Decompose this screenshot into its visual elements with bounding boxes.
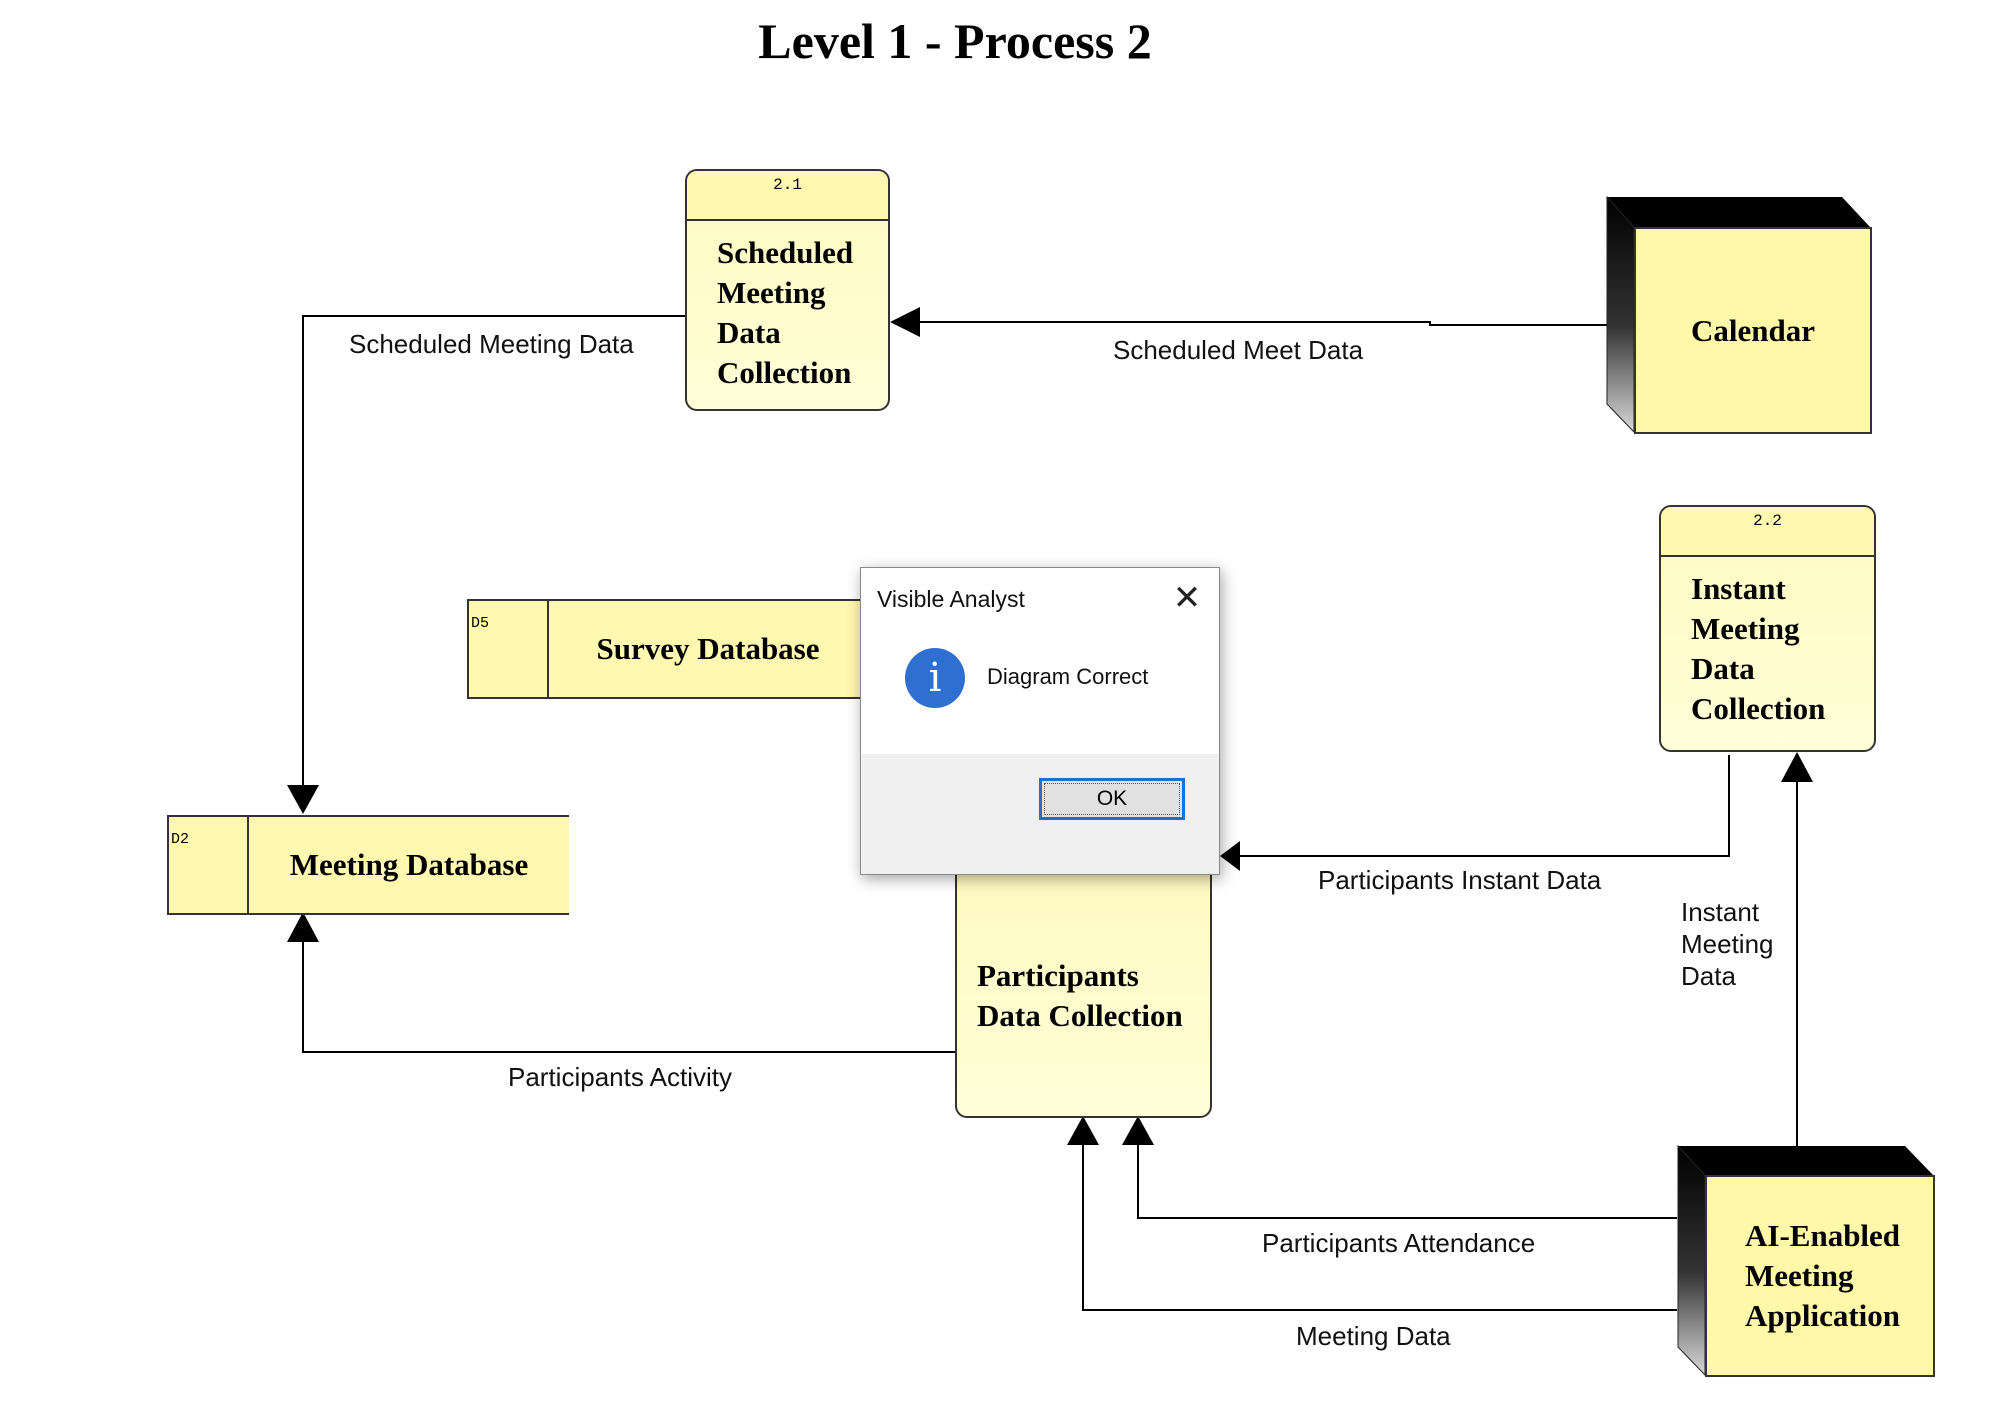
data-store-id: D5 <box>469 601 549 697</box>
process-participants-data-collection[interactable]: Participants Data Collection <box>955 860 1212 1118</box>
external-entity-ai-enabled-meeting-application[interactable]: AI-Enabled Meeting Application <box>1677 1145 1935 1377</box>
close-icon[interactable]: ✕ <box>1172 579 1202 617</box>
info-icon: i <box>905 648 965 708</box>
process-id: 2.1 <box>687 171 888 221</box>
dialog-body: i Diagram Correct <box>861 628 1219 756</box>
process-id: 2.2 <box>1661 507 1874 557</box>
process-scheduled-meeting-data-collection[interactable]: 2.1 Scheduled Meeting Data Collection <box>685 169 890 411</box>
flow-line-participants-instant-data <box>1240 755 1730 857</box>
arrowhead-scheduled-meet-data <box>890 307 920 337</box>
entity-name: AI-Enabled Meeting Application <box>1705 1175 1935 1377</box>
data-store-meeting-database[interactable]: D2 Meeting Database <box>167 815 569 915</box>
arrowhead-participants-instant-data <box>1220 841 1240 871</box>
entity-box-3d <box>1677 1145 1933 1377</box>
process-name: Scheduled Meeting Data Collection <box>717 235 854 390</box>
process-instant-meeting-data-collection[interactable]: 2.2 Instant Meeting Data Collection <box>1659 505 1876 752</box>
dialog-footer: OK <box>861 754 1219 874</box>
flow-line-participants-activity <box>302 936 955 1053</box>
flow-label-participants-attendance: Participants Attendance <box>1262 1228 1536 1258</box>
flow-label-meeting-data: Meeting Data <box>1296 1321 1451 1351</box>
data-store-id: D2 <box>169 817 249 913</box>
external-entity-calendar[interactable]: Calendar <box>1606 196 1872 434</box>
ok-button[interactable]: OK <box>1039 778 1185 820</box>
flow-label-participants-instant-data: Participants Instant Data <box>1318 865 1602 895</box>
flow-line-participants-attendance <box>1137 1142 1677 1219</box>
data-store-survey-database[interactable]: D5 Survey Database <box>467 599 867 699</box>
process-name: Participants Data Collection <box>977 958 1183 1033</box>
dialog-title: Visible Analyst <box>877 586 1025 612</box>
data-store-name: Survey Database <box>596 631 820 666</box>
arrowhead-instant-meeting-data <box>1781 752 1813 782</box>
flow-label-instant-meeting-data: Instant Meeting Data <box>1681 897 1774 991</box>
flow-line-scheduled-meeting-data <box>302 315 685 785</box>
flow-label-scheduled-meeting-data: Scheduled Meeting Data <box>349 329 634 359</box>
arrowhead-scheduled-meeting-data <box>287 785 319 814</box>
data-store-name: Meeting Database <box>289 847 529 882</box>
entity-name: Calendar <box>1634 227 1872 434</box>
dialog-titlebar[interactable]: Visible Analyst ✕ <box>861 568 1219 628</box>
arrowhead-meeting-data <box>1067 1116 1099 1145</box>
entity-box-3d <box>1606 196 1870 434</box>
flow-line-scheduled-meet-data <box>920 321 1608 326</box>
flow-line-meeting-data <box>1082 1142 1677 1311</box>
flow-label-participants-activity: Participants Activity <box>508 1062 732 1092</box>
arrowhead-participants-attendance <box>1122 1116 1154 1145</box>
flow-label-scheduled-meet-data: Scheduled Meet Data <box>1113 335 1364 365</box>
diagram-title: Level 1 - Process 2 <box>758 13 1152 69</box>
process-name: Instant Meeting Data Collection <box>1691 571 1826 726</box>
arrowhead-participants-activity <box>287 912 319 942</box>
message-dialog: Visible Analyst ✕ i Diagram Correct OK <box>860 567 1220 875</box>
dialog-message: Diagram Correct <box>987 664 1149 689</box>
